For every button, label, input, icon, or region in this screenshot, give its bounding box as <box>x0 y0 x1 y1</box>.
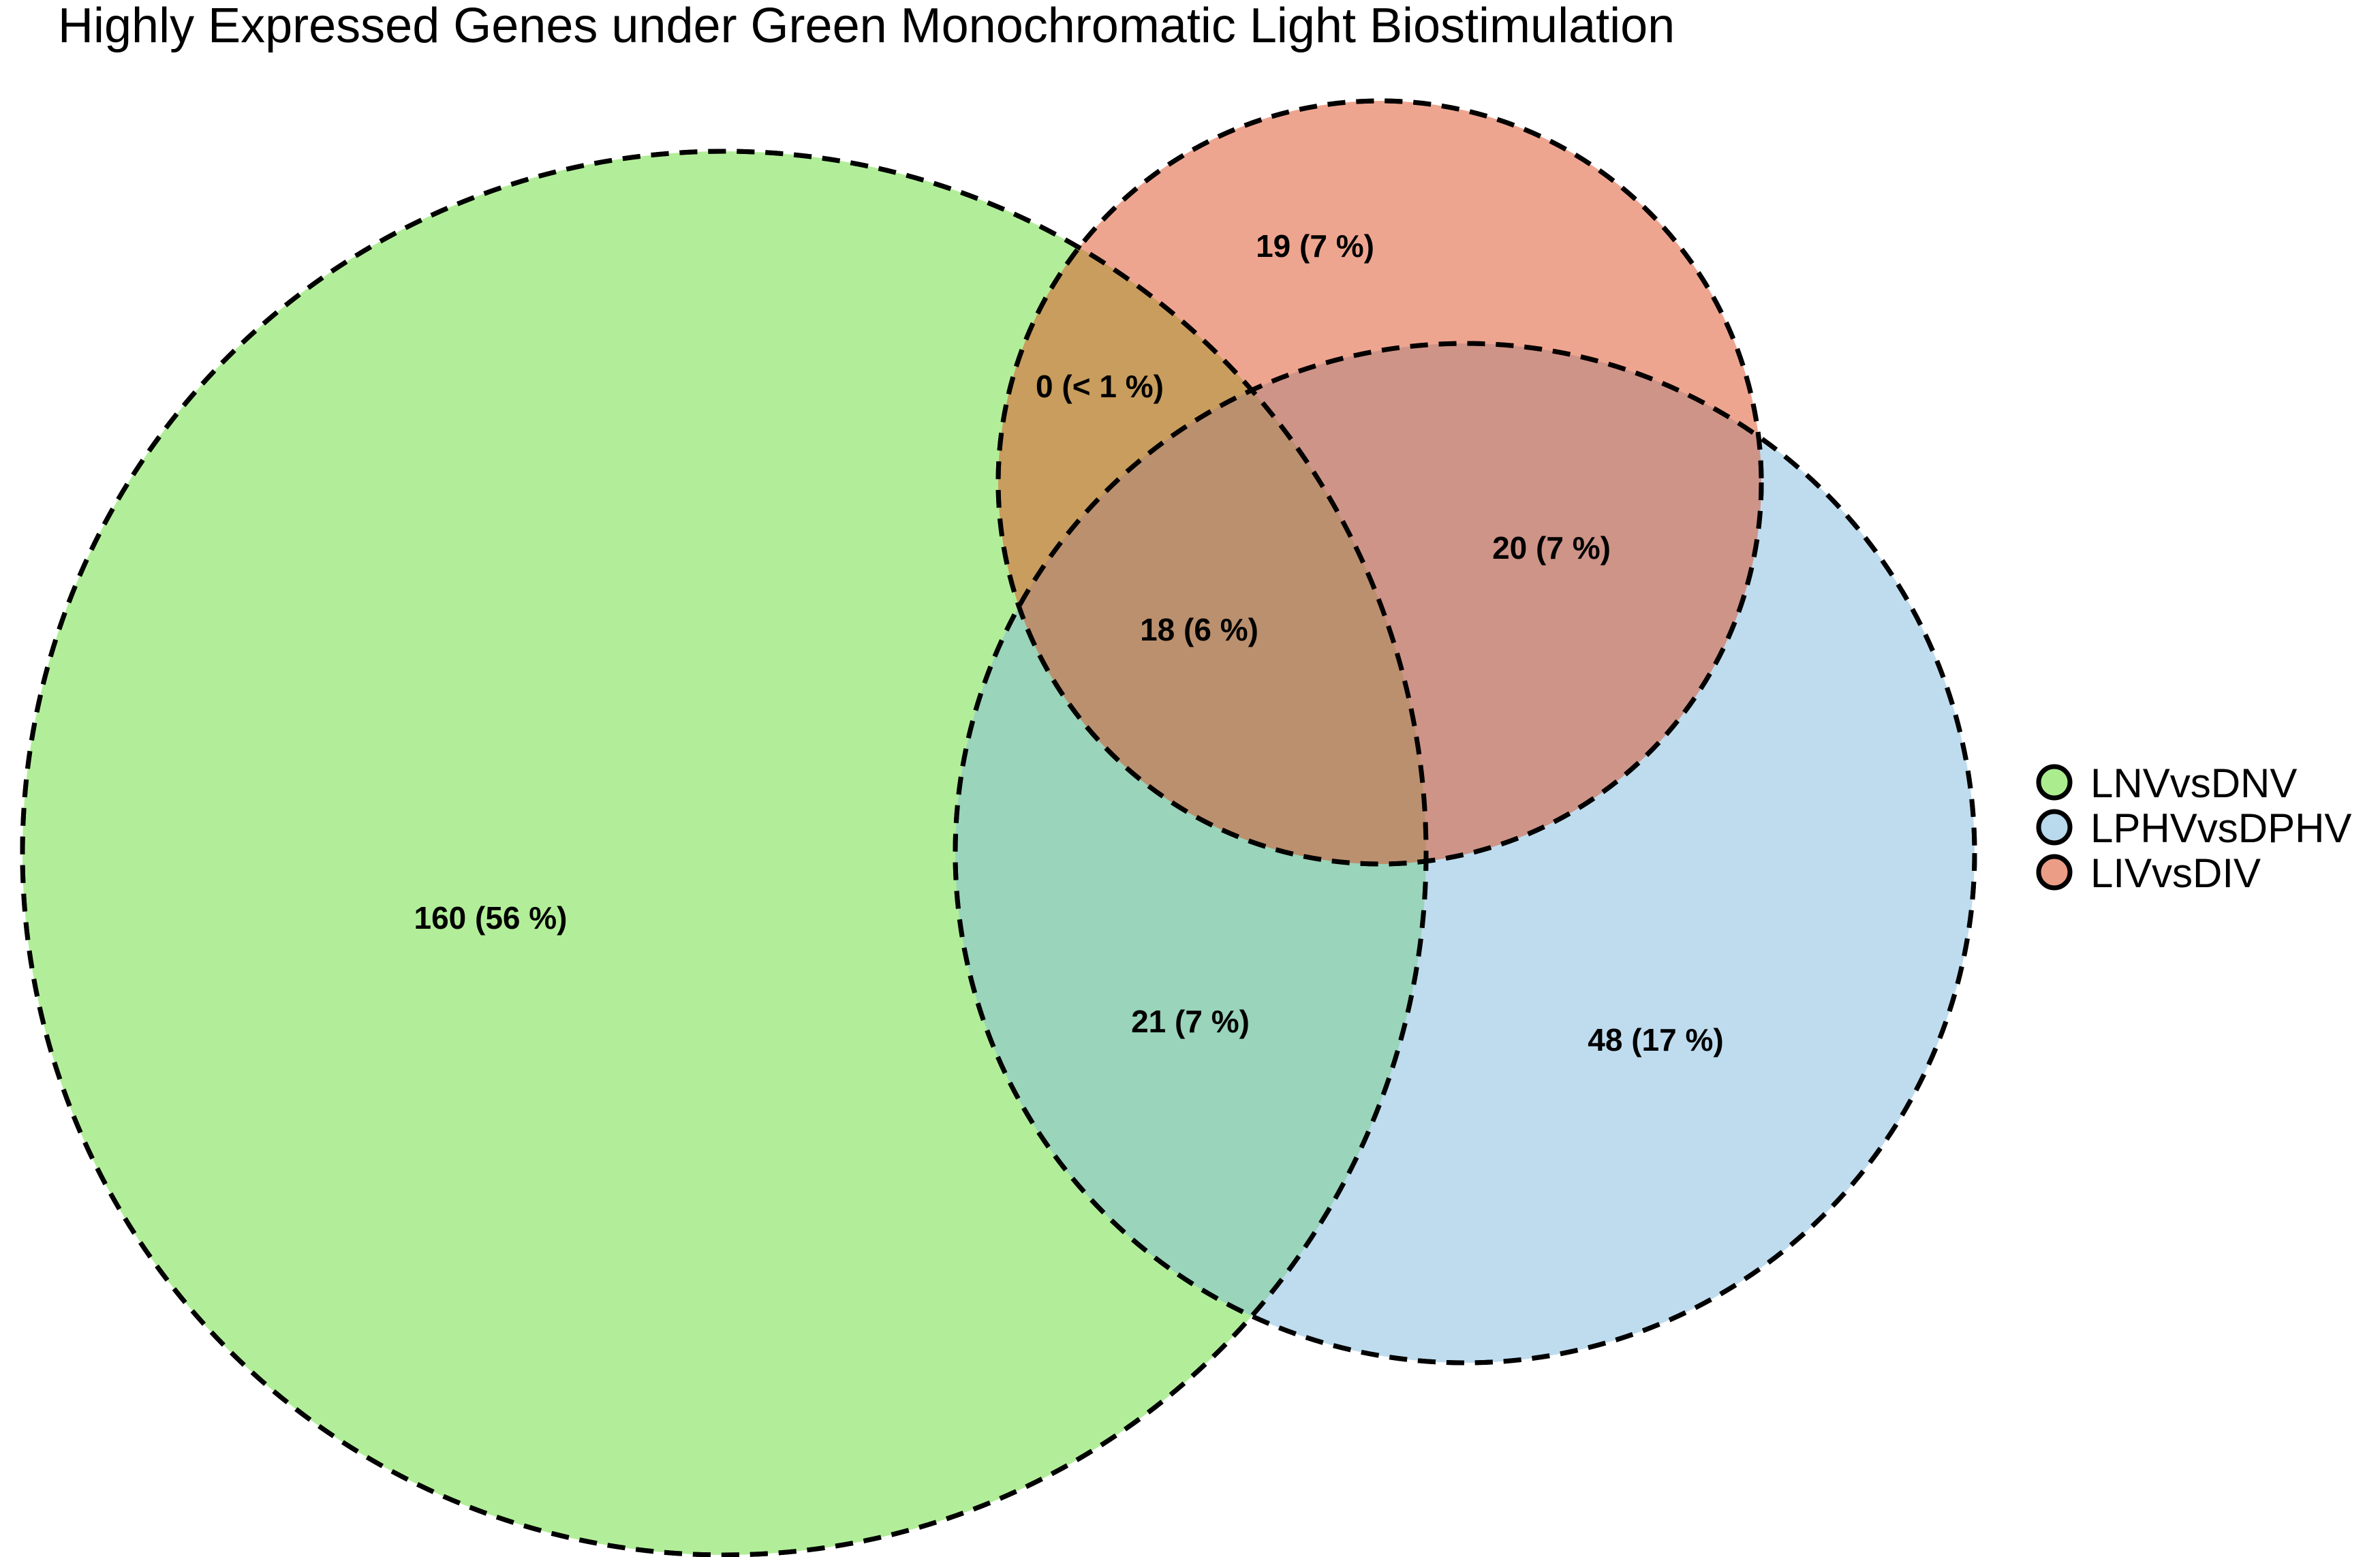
set-outline-lphv <box>953 341 1977 1366</box>
legend-label-liv: LIVvsDIV <box>2090 850 2261 896</box>
set-outline-lnv <box>20 149 1429 1557</box>
region-label-liv-only: 19 (7 %) <box>1256 228 1374 264</box>
legend-swatch-lnv <box>2036 764 2073 801</box>
legend-swatch-liv <box>2036 854 2073 891</box>
legend: LNVvsDNV LPHVvsDPHV LIVvsDIV <box>2036 760 2351 896</box>
legend-swatch-lphv <box>2036 809 2073 846</box>
set-outline-liv <box>995 98 1764 867</box>
legend-label-lnv: LNVvsDNV <box>2090 760 2297 806</box>
legend-label-lphv: LPHVvsDPHV <box>2090 805 2351 851</box>
region-label-all-three: 18 (6 %) <box>1140 612 1258 647</box>
region-label-lphv-only: 48 (17 %) <box>1588 1022 1723 1058</box>
region-label-lnv-only: 160 (56 %) <box>414 900 567 936</box>
region-label-lnv-lphv: 21 (7 %) <box>1131 1004 1250 1039</box>
region-label-lnv-liv: 0 (< 1 %) <box>1036 369 1164 404</box>
chart-title: Highly Expressed Genes under Green Monoc… <box>58 0 1675 53</box>
region-label-lphv-liv: 20 (7 %) <box>1492 530 1611 566</box>
